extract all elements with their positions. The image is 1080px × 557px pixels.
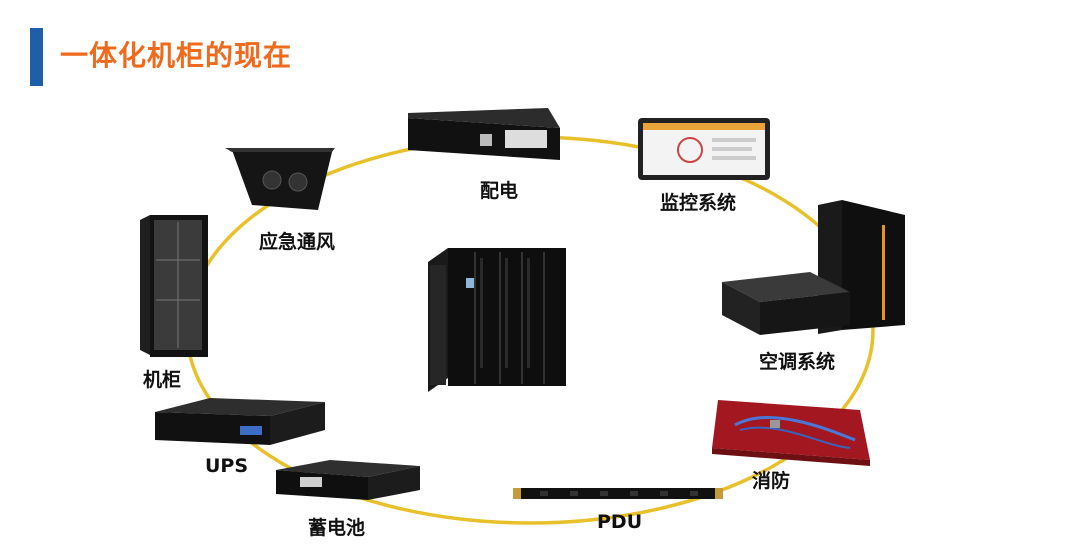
air-conditioning-image	[722, 200, 905, 335]
label-emergency-ventilation: 应急通风	[259, 231, 336, 253]
fire-protection-image	[712, 400, 870, 466]
monitoring-screen-image	[638, 118, 770, 180]
pdu-image	[513, 488, 723, 499]
label-monitoring-system: 监控系统	[660, 192, 737, 214]
integrated-cabinet-image	[428, 248, 566, 392]
label-fire-protection: 消防	[752, 470, 791, 492]
label-rack: 机柜	[143, 369, 182, 391]
title-accent-bar	[30, 28, 43, 86]
ups-image	[155, 398, 325, 445]
rack-image	[140, 215, 208, 357]
label-pdu: PDU	[597, 511, 643, 533]
label-air-conditioning: 空调系统	[759, 351, 836, 373]
label-power-distribution: 配电	[480, 180, 519, 202]
emergency-ventilation-image	[225, 148, 335, 210]
battery-image	[276, 460, 420, 500]
page-title: 一体化机柜的现在	[60, 39, 293, 72]
power-distribution-image	[408, 108, 560, 160]
label-ups: UPS	[205, 455, 249, 477]
label-battery: 蓄电池	[308, 517, 366, 539]
